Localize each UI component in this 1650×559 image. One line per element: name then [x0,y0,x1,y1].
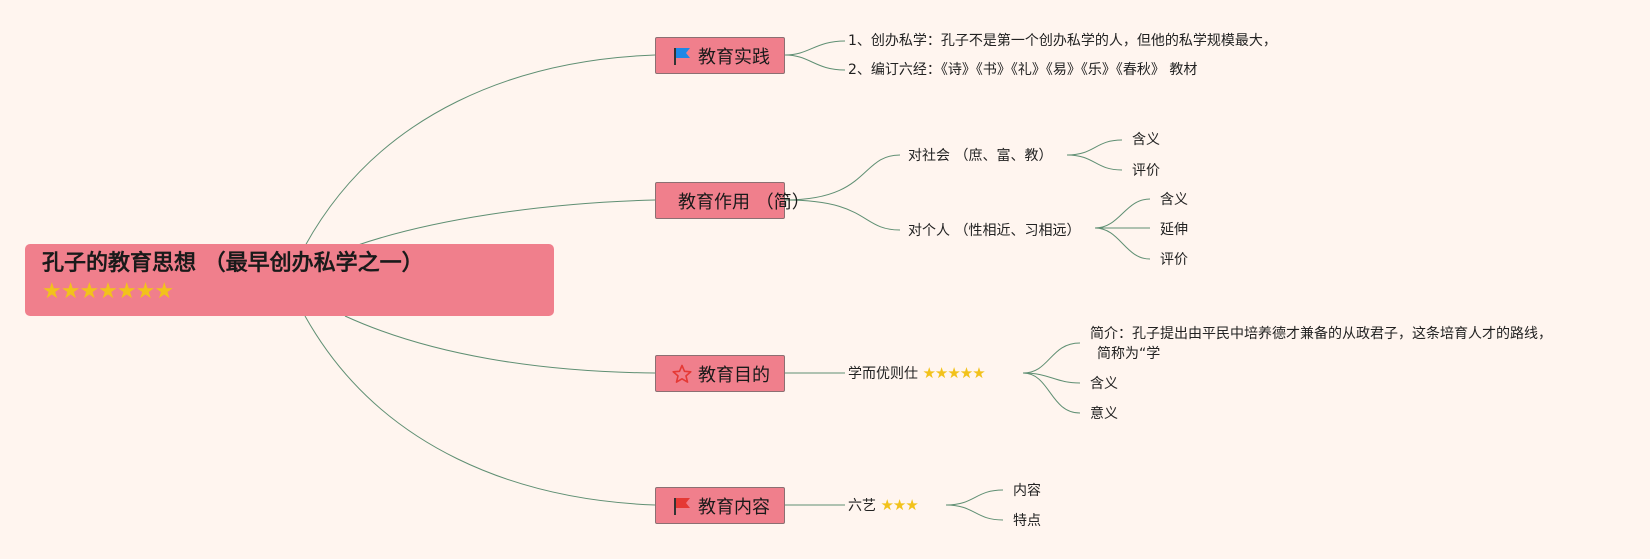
youze-intro-cont[interactable]: 简称为“学 [1097,346,1161,362]
edge-liuyi-1 [945,489,1004,506]
youze-stars: ★★★★★ [922,364,985,382]
branch-practice[interactable]: 教育实践 [655,37,785,74]
edge-root-purpose [344,315,656,374]
root-title: 孔子的教育思想 （最早创办私学之一） [42,251,424,276]
practice-item-2[interactable]: 2、编订六经：《诗》《书》《礼》《易》《乐》《春秋》 教材 [848,62,1198,78]
branch-label: 教育实践 [698,46,770,68]
society-evaluation[interactable]: 评价 [1132,163,1160,179]
individual-evaluation[interactable]: 评价 [1160,252,1188,268]
edge-root-content [304,315,656,506]
youze-label: 学而优则仕 [848,366,918,382]
edge-practice-1 [784,40,846,56]
function-society[interactable]: 对社会 （庶、富、教） [908,148,1053,164]
edge-youze-3 [1022,372,1081,414]
individual-extension[interactable]: 延伸 [1160,222,1188,238]
edge-society-1 [1066,139,1123,156]
blue-flag-icon [674,47,690,65]
liuyi-content[interactable]: 内容 [1013,483,1041,499]
edge-root-function [354,199,656,247]
edge-youze-1 [1022,342,1081,374]
youze-intro[interactable]: 简介：孔子提出由平民中培养德才兼备的从政君子，这条培育人才的路线， [1090,326,1552,342]
branch-label: 教育作用 （简） [678,191,810,213]
branch-function[interactable]: 教育作用 （简） [655,182,810,219]
practice-item-1[interactable]: 1、创办私学：孔子不是第一个创办私学的人，但他的私学规模最大， [848,33,1277,49]
content-liuyi[interactable]: 六艺 ★★★ [848,496,919,515]
liuyi-features[interactable]: 特点 [1013,513,1041,529]
red-flag-icon [674,497,690,515]
branch-content[interactable]: 教育内容 [655,487,785,524]
edge-individual-1 [1094,198,1151,229]
edge-individual-3 [1094,227,1151,260]
branch-label: 教育内容 [698,496,770,518]
society-meaning[interactable]: 含义 [1132,132,1160,148]
individual-meaning[interactable]: 含义 [1160,192,1188,208]
branch-label: 教育目的 [698,364,770,386]
edge-function-individual [784,199,901,231]
liuyi-stars: ★★★ [880,496,918,514]
edge-practice-2 [784,54,846,71]
branch-purpose[interactable]: 教育目的 [655,355,785,392]
liuyi-label: 六艺 [848,498,876,514]
root-node[interactable]: 孔子的教育思想 （最早创办私学之一） ★★★★★★★ [25,244,554,316]
edge-liuyi-2 [945,504,1004,521]
function-individual[interactable]: 对个人 （性相近、习相远） [908,223,1081,239]
youze-significance[interactable]: 意义 [1090,406,1118,422]
root-stars: ★★★★★★★ [42,279,174,304]
youze-meaning[interactable]: 含义 [1090,376,1118,392]
red-star-outline-icon [672,364,692,383]
edge-function-society [784,154,901,201]
edge-root-practice [304,54,656,247]
edge-society-2 [1066,154,1123,171]
purpose-youze[interactable]: 学而优则仕 ★★★★★ [848,364,986,383]
